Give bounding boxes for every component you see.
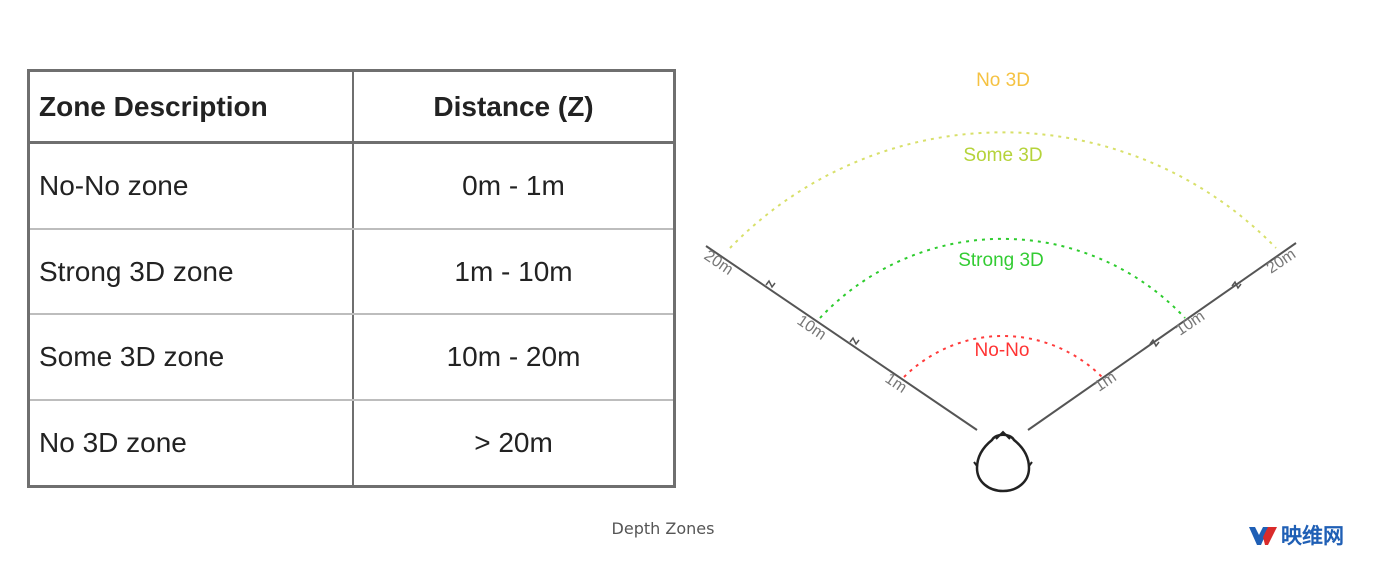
left-tick-1m: 1m <box>882 370 910 397</box>
some-3d-arc <box>729 131 1277 249</box>
right-tick-1m: 1m <box>1092 369 1120 396</box>
watermark: 映维网 <box>1248 522 1344 550</box>
left-tick-10m: 10m <box>794 312 829 343</box>
zone-label-no-3d: No 3D <box>976 70 1030 91</box>
cell-zone: No 3D zone <box>27 400 354 487</box>
right-view-line <box>1027 242 1297 431</box>
cell-distance: > 20m <box>352 400 676 487</box>
cell-distance: 1m - 10m <box>352 228 676 316</box>
table-row: No-No zone 0m - 1m <box>27 142 676 230</box>
left-tick-20m: 20m <box>701 247 736 278</box>
zone-label-strong-3d: Strong 3D <box>958 250 1044 271</box>
cell-distance: 0m - 1m <box>352 142 676 230</box>
left-break-mark <box>849 336 860 346</box>
header-zone-description: Zone Description <box>27 70 354 144</box>
watermark-text: 映维网 <box>1281 524 1344 548</box>
right-break-mark <box>1231 280 1242 290</box>
depth-zone-table: Zone Description Distance (Z) No-No zone… <box>27 69 676 488</box>
right-tick-20m: 20m <box>1264 246 1299 277</box>
table-row: Strong 3D zone 1m - 10m <box>27 228 676 316</box>
zone-label-some-3d: Some 3D <box>963 145 1042 166</box>
left-view-line <box>705 245 978 431</box>
header-distance: Distance (Z) <box>352 70 676 144</box>
cell-zone: No-No zone <box>27 142 354 230</box>
cell-distance: 10m - 20m <box>352 314 676 402</box>
right-tick-10m: 10m <box>1173 308 1208 339</box>
left-break-mark <box>765 279 776 289</box>
cell-zone: Some 3D zone <box>27 314 354 402</box>
right-break-mark <box>1149 338 1160 348</box>
table-header-row: Zone Description Distance (Z) <box>27 70 676 144</box>
table-row: No 3D zone > 20m <box>27 400 676 487</box>
table-row: Some 3D zone 10m - 20m <box>27 314 676 402</box>
cell-zone: Strong 3D zone <box>27 228 354 316</box>
head-icon <box>973 430 1033 493</box>
figure-caption: Depth Zones <box>611 519 715 538</box>
yv-logo-icon <box>1249 527 1277 545</box>
depth-zone-diagram: No 3D Some 3D Strong 3D No-No 20m 10m 1m… <box>701 70 1299 493</box>
zone-label-no-no: No-No <box>975 340 1030 361</box>
